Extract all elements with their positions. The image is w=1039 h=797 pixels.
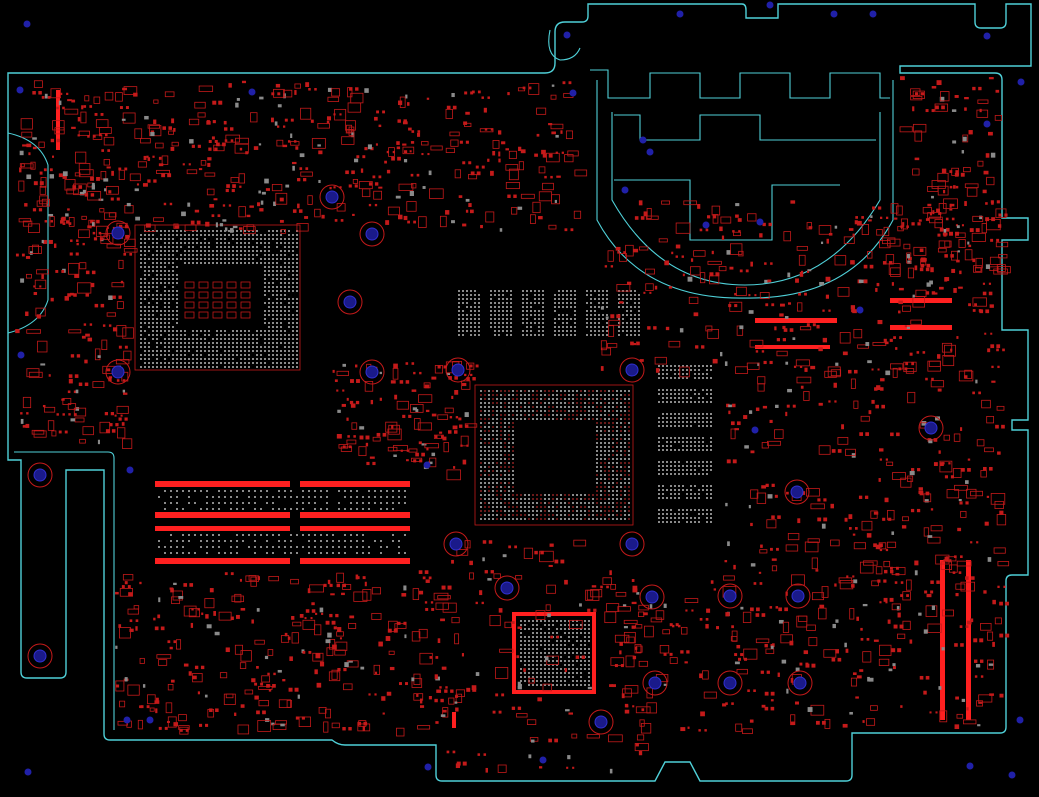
- vram-array: [458, 290, 712, 523]
- ddr-connectors: [155, 481, 410, 564]
- cpu-bga: [134, 224, 301, 371]
- mounting-holes: [27, 184, 944, 735]
- component-field: [15, 76, 1011, 774]
- board-outline: [7, 3, 1032, 782]
- side-connectors: [56, 90, 971, 728]
- vias: [16, 1, 1025, 779]
- gpu-bga: [474, 384, 634, 526]
- pch-bga: [512, 612, 596, 694]
